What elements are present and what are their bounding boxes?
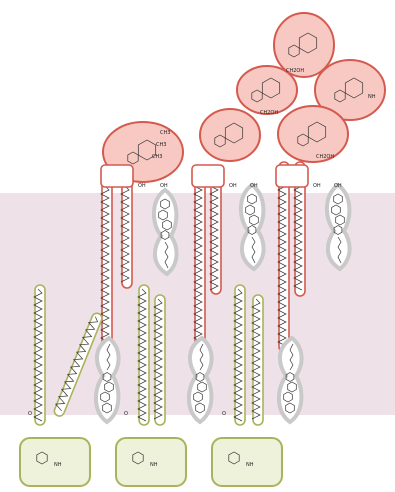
o-label: O [222, 411, 226, 417]
oh-label: OH [138, 183, 146, 189]
oh-label: OH [229, 183, 237, 189]
cholesterol-molecule [189, 338, 212, 422]
phospholipid-chain [138, 285, 149, 425]
oh-label: OH [250, 183, 258, 189]
glycolipid-backbone [276, 165, 308, 187]
oh-label: OH [313, 183, 321, 189]
ch2oh-label: CH2OH [316, 154, 334, 160]
glycolipid-backbone [101, 165, 133, 187]
glycolipid-chain [101, 182, 112, 348]
phospholipid-chain [154, 295, 165, 425]
nh-label: NH [150, 462, 158, 468]
glycolipid-chain [278, 162, 289, 352]
oh-label: OH [334, 183, 342, 189]
ch2oh-label: CH2OH [260, 110, 278, 116]
cholesterol-molecule [327, 185, 350, 269]
phospholipid-chain [252, 295, 263, 425]
cholesterol-molecule [279, 338, 302, 422]
cholesterol-molecule [154, 190, 177, 274]
ch2oh-label: CH2OH [286, 68, 304, 74]
ch3-label: CH3 [152, 154, 162, 160]
cholesterol-molecule [96, 338, 119, 422]
ch3-label: CH3 [156, 142, 166, 148]
oh-label: OH [160, 183, 168, 189]
nh-label: NH [368, 94, 376, 100]
o-label: O [124, 411, 128, 417]
glycolipid-chain [121, 182, 132, 288]
phospholipid-chain [34, 285, 45, 425]
sugar-headgroup [278, 106, 348, 162]
cholesterol-molecule [241, 185, 264, 269]
o-label: O [28, 411, 32, 417]
phospholipid-chain [234, 285, 245, 425]
glycolipid-chain [194, 166, 205, 352]
glycolipid-backbone [192, 165, 224, 187]
nh-label: NH [54, 462, 62, 468]
ch3-label: CH3 [160, 130, 170, 136]
sugar-headgroup [200, 109, 260, 161]
nh-label: NH [246, 462, 254, 468]
